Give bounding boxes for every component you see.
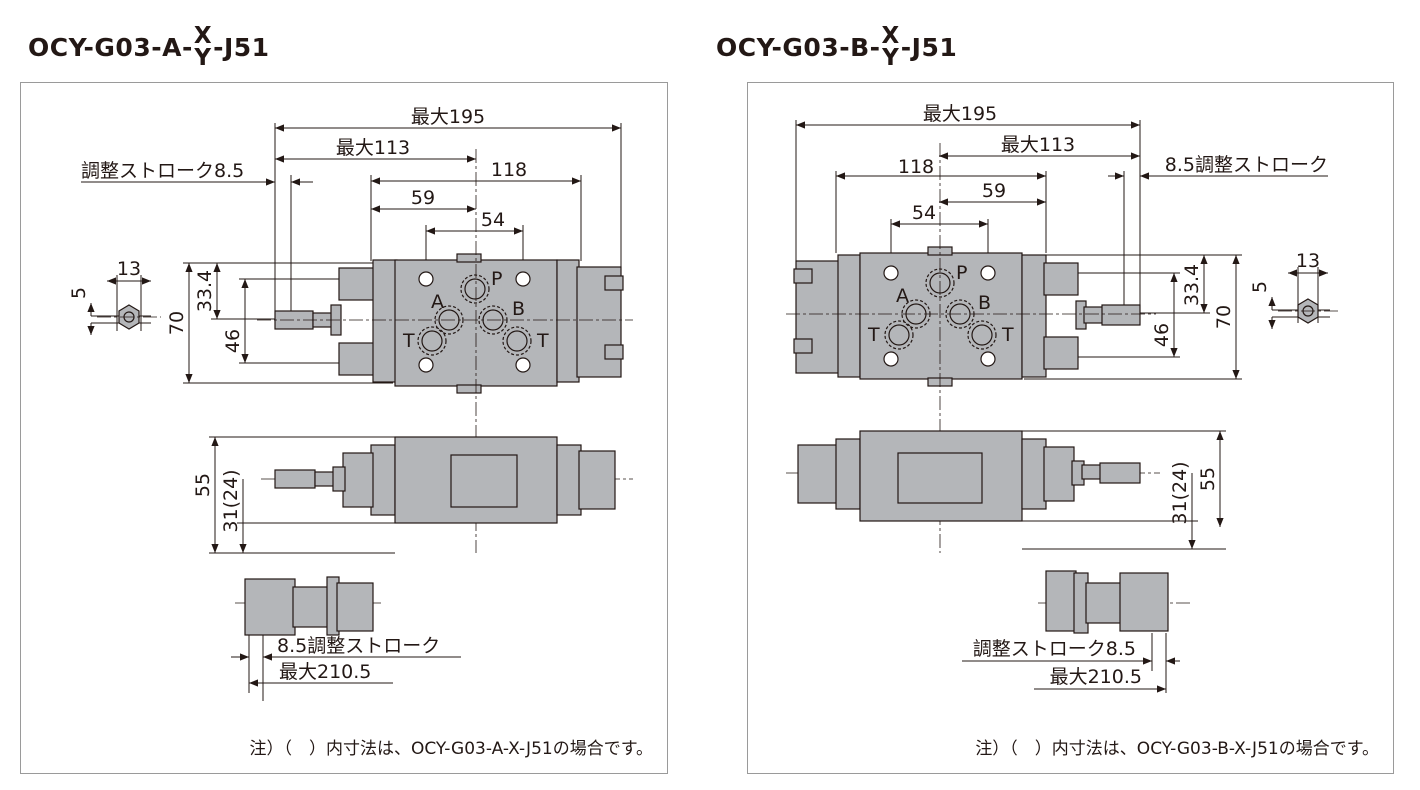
title-y: Y <box>194 45 212 71</box>
dim-118: 118 <box>491 159 527 181</box>
dim-59: 59 <box>411 187 435 209</box>
port-label-b: B <box>978 292 991 314</box>
dimension-drawing-b: 最大195 最大113 118 59 54 8.5調整ストローク 13 5 70… <box>786 103 1338 693</box>
dim-5: 5 <box>1249 281 1271 293</box>
port-label-p: P <box>956 262 967 284</box>
dim-70: 70 <box>1213 305 1235 329</box>
title-x: X <box>193 23 213 49</box>
dim-33-4: 33.4 <box>194 270 216 312</box>
drawing-panel-b: 最大195 最大113 118 59 54 8.5調整ストローク 13 5 70… <box>747 82 1394 774</box>
footnote: 注）（ ）内寸法は、OCY-G03-A-X-J51の場合です。 <box>249 739 653 759</box>
title-xy: X Y <box>193 23 213 71</box>
dim-13: 13 <box>117 258 141 280</box>
dim-33-4: 33.4 <box>1181 264 1203 306</box>
dim-31-24: 31(24) <box>220 469 242 532</box>
dim-54: 54 <box>481 209 505 231</box>
dim-55: 55 <box>192 473 214 497</box>
port-label-t-left: T <box>867 324 880 346</box>
title-xy: X Y <box>881 23 900 71</box>
dim-54: 54 <box>912 202 936 224</box>
dim-stroke-bottom: 8.5調整ストローク <box>277 635 440 657</box>
dim-55: 55 <box>1197 467 1219 491</box>
dim-max195: 最大195 <box>411 106 485 128</box>
port-label-t-right: T <box>536 330 549 352</box>
dim-13: 13 <box>1296 250 1320 272</box>
dim-59: 59 <box>982 180 1006 202</box>
port-label-b: B <box>512 298 525 320</box>
port-label-t-right: T <box>1001 324 1014 346</box>
dim-max210-5: 最大210.5 <box>1050 666 1142 688</box>
dim-max195: 最大195 <box>923 103 997 125</box>
title-prefix: OCY-G03-A- <box>28 32 193 62</box>
dim-31-24: 31(24) <box>1169 461 1191 524</box>
footnote: 注）（ ）内寸法は、OCY-G03-B-X-J51の場合です。 <box>975 739 1379 759</box>
title-y: Y <box>882 45 900 71</box>
dim-46: 46 <box>1151 323 1173 347</box>
dim-stroke-top: 8.5調整ストローク <box>1165 154 1328 176</box>
title-suffix: -J51 <box>213 32 270 62</box>
dimension-drawing-a: 最大195 最大113 118 59 54 調整ストローク8.5 13 5 70… <box>68 106 633 701</box>
dim-max210-5: 最大210.5 <box>279 661 371 683</box>
dim-5: 5 <box>68 287 90 299</box>
dim-max113: 最大113 <box>1001 134 1075 156</box>
dim-118: 118 <box>898 156 934 178</box>
drawing-title-b: OCY-G03-B- X Y -J51 <box>716 22 957 72</box>
port-label-t-left: T <box>402 330 415 352</box>
dim-70: 70 <box>166 311 188 335</box>
dim-stroke-top: 調整ストローク8.5 <box>81 160 244 182</box>
drawing-title-a: OCY-G03-A- X Y -J51 <box>28 22 270 72</box>
dim-max113: 最大113 <box>336 137 410 159</box>
title-suffix: -J51 <box>900 32 958 62</box>
dim-stroke-bottom: 調整ストローク8.5 <box>973 638 1136 660</box>
dim-46: 46 <box>222 329 244 353</box>
port-label-p: P <box>491 268 502 290</box>
port-label-a: A <box>431 291 444 313</box>
title-prefix: OCY-G03-B- <box>716 32 881 62</box>
title-x: X <box>881 23 900 49</box>
port-label-a: A <box>896 285 909 307</box>
drawing-panel-a: 最大195 最大113 118 59 54 調整ストローク8.5 13 5 70… <box>20 82 668 774</box>
